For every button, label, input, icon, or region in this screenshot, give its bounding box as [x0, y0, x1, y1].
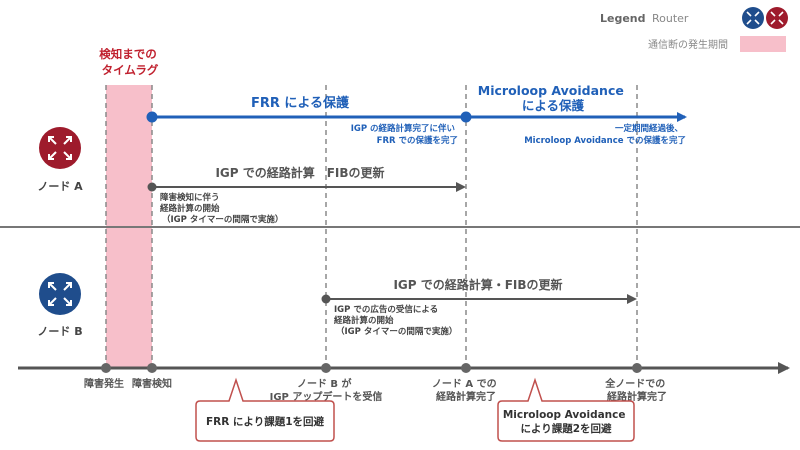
timeline-label-failure: 障害発生 [84, 377, 124, 390]
time-axis-points [101, 363, 642, 373]
legend-router-label: Router [652, 12, 689, 25]
node-a-label: ノード A [37, 180, 83, 193]
microloop-protection-label: Microloop Avoidance による保護 [478, 83, 628, 113]
legend-outage-label: 通信断の発生期間 [648, 38, 728, 51]
node-a-calc-title: IGP での経路計算 FIBの更新 [215, 165, 384, 180]
lag-label: 検知までの タイムラグ [99, 47, 161, 77]
timeline-label-all-complete: 全ノードでの 経路計算完了 [604, 377, 668, 403]
node-a-start-note: 障害検知に伴う 経路計算の開始 （IGP タイマーの間隔で実施） [160, 192, 283, 225]
timeline-label-node-b-update: ノード B が IGP アップデートを受信 [270, 377, 383, 403]
frr-start-dot [146, 111, 158, 123]
timeline-label-detection: 障害検知 [132, 377, 172, 390]
node-a-calc-start-dot [147, 182, 157, 192]
callout-frr-text: FRR により課題1を回避 [206, 415, 325, 428]
callout-microloop [497, 377, 635, 442]
frr-complete-note: IGP の経路計算完了に伴い FRR での保護を完了 [351, 123, 458, 146]
timeline-label-node-a-complete: ノード A での 経路計算完了 [432, 378, 500, 403]
node-b-label: ノード B [37, 325, 82, 338]
legend-router-icon-red [766, 7, 788, 29]
node-b-calc-start-dot [321, 294, 331, 304]
node-a-router-icon [39, 127, 81, 169]
node-b-start-note: IGP での広告の受信による 経路計算の開始 （IGP タイマーの間隔で実施） [334, 304, 457, 337]
frr-protection-label: FRR による保護 [251, 95, 350, 111]
legend-router-icon-blue [742, 7, 764, 29]
vertical-guides [105, 85, 638, 368]
microloop-complete-note: 一定期間経過後、 Microloop Avoidance での保護を完了 [524, 123, 686, 146]
node-b-calc-title: IGP での経路計算・FIBの更新 [393, 277, 562, 292]
callout-microloop-text: Microloop Avoidance により課題2を回避 [503, 409, 629, 435]
node-b-router-icon [39, 273, 81, 315]
microloop-start-dot [460, 111, 472, 123]
legend-title: Legend [600, 12, 646, 25]
legend-outage-swatch [740, 36, 786, 52]
callout-frr [195, 377, 335, 442]
